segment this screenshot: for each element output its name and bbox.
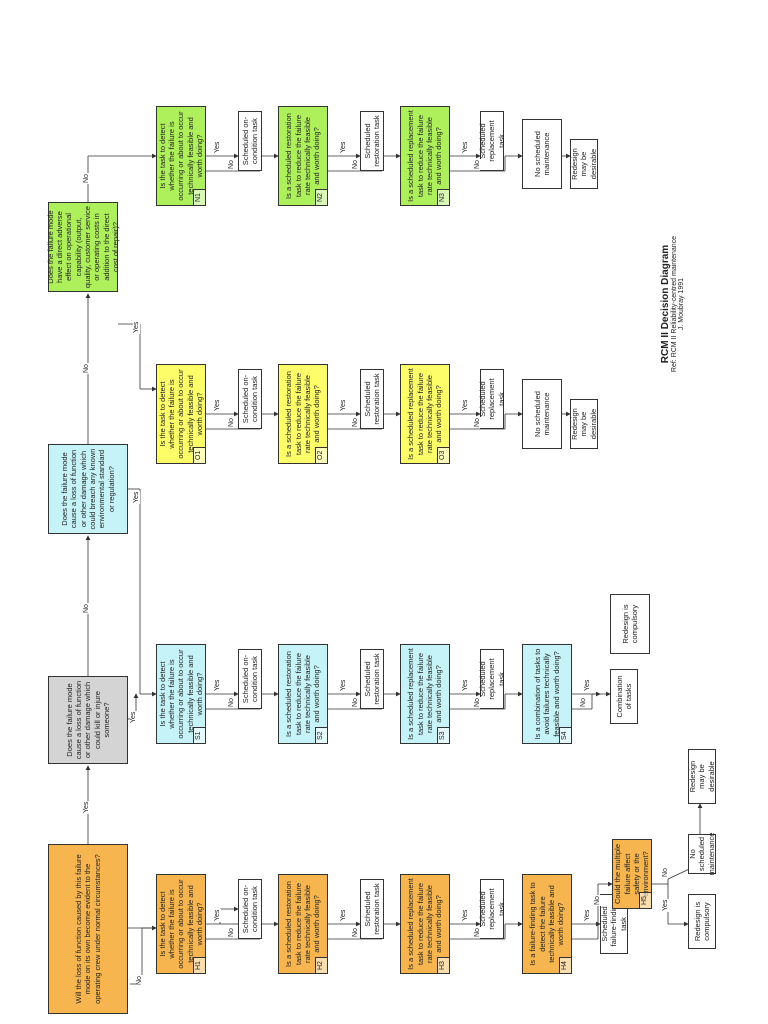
outcome-n-restoration: Scheduled restoration task [360, 111, 384, 171]
label-no: No [136, 975, 143, 986]
label-yes: Yes [133, 320, 140, 334]
question-o3: Is a scheduled replacement task to reduc… [400, 364, 450, 464]
operational-question: Does the failure mode have a direct adve… [46, 202, 120, 292]
diagram-title: RCM II Decision Diagram [660, 244, 671, 364]
outcome-s-combination: Combination of tasks [610, 669, 638, 724]
outcome-n-no-scheduled: No scheduled maintenance [522, 119, 562, 189]
label-no: No [474, 697, 481, 708]
label-no: No [594, 895, 601, 906]
question-n2: Is a scheduled restoration task to reduc… [278, 106, 328, 206]
outcome-o-on-condition: Scheduled on-condition task [238, 369, 262, 429]
label-yes: Yes [214, 678, 221, 692]
hidden-failure-question: Will the loss of function caused by this… [48, 844, 128, 1014]
outcome-o-restoration: Scheduled restoration task [360, 369, 384, 429]
code-o1: O1 [193, 446, 205, 463]
outcome-s-restoration: Scheduled restoration task [360, 649, 384, 709]
label-no: No [352, 417, 359, 428]
label-no: No [352, 927, 359, 938]
label-no: No [228, 697, 235, 708]
outcome-h-replacement: Scheduled replacement task [478, 879, 506, 939]
code-h4: H4 [559, 957, 571, 973]
code-o2: O2 [315, 446, 327, 463]
code-s1: S1 [193, 727, 205, 743]
question-h5: Could the multiple failure affect safety… [612, 839, 652, 909]
label-no: No [352, 159, 359, 170]
label-no: No [83, 173, 90, 184]
label-no: No [474, 159, 481, 170]
label-no: No [228, 159, 235, 170]
question-h2: Is a scheduled restoration task to reduc… [278, 874, 328, 974]
label-yes: Yes [340, 140, 347, 154]
label-no: No [474, 417, 481, 428]
question-n1: Is the task to detect whether the failur… [156, 106, 206, 206]
diagram-author: J. Moubray 1991 [678, 277, 685, 331]
code-s4: S4 [559, 727, 571, 743]
label-yes: Yes [462, 140, 469, 154]
code-o3: O3 [437, 446, 449, 463]
outcome-n-replacement: Scheduled replacement task [478, 111, 506, 171]
environment-question: Does the failure mode cause a loss of fu… [48, 444, 128, 534]
label-yes: Yes [83, 800, 90, 814]
label-no: No [228, 417, 235, 428]
question-s4: Is a combination of tasks to avoid failu… [522, 644, 572, 744]
code-s2: S2 [315, 727, 327, 743]
label-yes: Yes [584, 678, 591, 692]
code-h1: H1 [193, 957, 205, 973]
outcome-h-on-condition: Scheduled on-condition task [238, 879, 262, 939]
outcome-h-redesign-compulsory: Redesign is compulsory [688, 894, 716, 949]
outcome-o-redesign-desirable: Redesign may be desirable [570, 399, 598, 449]
label-yes: Yes [462, 398, 469, 412]
question-s3: Is a scheduled replacement task to reduc… [400, 644, 450, 744]
outcome-h-restoration: Scheduled restoration task [360, 879, 384, 939]
label-yes: Yes [340, 678, 347, 692]
label-no: No [83, 363, 90, 374]
label-no: No [352, 697, 359, 708]
label-yes: Yes [462, 908, 469, 922]
outcome-s-on-condition: Scheduled on-condition task [238, 649, 262, 709]
question-h1: Is the task to detect whether the failur… [156, 874, 206, 974]
outcome-o-replacement: Scheduled replacement task [478, 369, 506, 429]
label-no: No [580, 697, 587, 708]
question-s1: Is the task to detect whether the failur… [156, 644, 206, 744]
label-yes: Yes [340, 398, 347, 412]
code-n3: N3 [437, 189, 449, 205]
outcome-n-on-condition: Scheduled on-condition task [238, 111, 262, 171]
label-yes: Yes [340, 908, 347, 922]
code-h5: H5 [639, 892, 651, 908]
label-yes: Yes [214, 140, 221, 154]
outcome-h-no-scheduled: No scheduled maintenance [687, 832, 716, 876]
code-h3: H3 [437, 957, 449, 973]
question-h3: Is a scheduled replacement task to reduc… [400, 874, 450, 974]
label-yes: Yes [133, 490, 140, 504]
label-no: No [228, 927, 235, 938]
safety-question: Does the failure mode cause a loss of fu… [48, 676, 128, 764]
label-no: No [662, 867, 669, 878]
outcome-s-replacement: Scheduled replacement task [478, 649, 506, 709]
label-yes: Yes [462, 678, 469, 692]
diagram-reference: Ref: RCM II Reliability-centred maintena… [671, 235, 678, 373]
question-n3: Is a scheduled replacement task to reduc… [400, 106, 450, 206]
outcome-s-redesign-compulsory: Redesign is compulsory [610, 594, 650, 654]
outcome-n-redesign-desirable: Redesign may be desirable [570, 139, 598, 189]
diagram-title-block: RCM II Decision Diagram Ref: RCM II Reli… [660, 194, 685, 414]
question-o2: Is a scheduled restoration task to reduc… [278, 364, 328, 464]
code-s3: S3 [437, 727, 449, 743]
question-o1: Is the task to detect whether the failur… [156, 364, 206, 464]
outcome-h-redesign-desirable: Redesign may be desirable [688, 749, 716, 804]
code-n1: N1 [193, 189, 205, 205]
question-h4: Is a failure-finding task to detect the … [522, 874, 572, 974]
label-yes: Yes [662, 898, 669, 912]
label-yes: Yes [214, 908, 221, 922]
label-yes: Yes [130, 710, 137, 724]
label-yes: Yes [584, 908, 591, 922]
label-no: No [474, 927, 481, 938]
question-s2: Is a scheduled restoration task to reduc… [278, 644, 328, 744]
code-h2: H2 [315, 957, 327, 973]
outcome-o-no-scheduled: No scheduled maintenance [522, 379, 562, 449]
label-yes: Yes [214, 398, 221, 412]
label-no: No [83, 603, 90, 614]
code-n2: N2 [315, 189, 327, 205]
